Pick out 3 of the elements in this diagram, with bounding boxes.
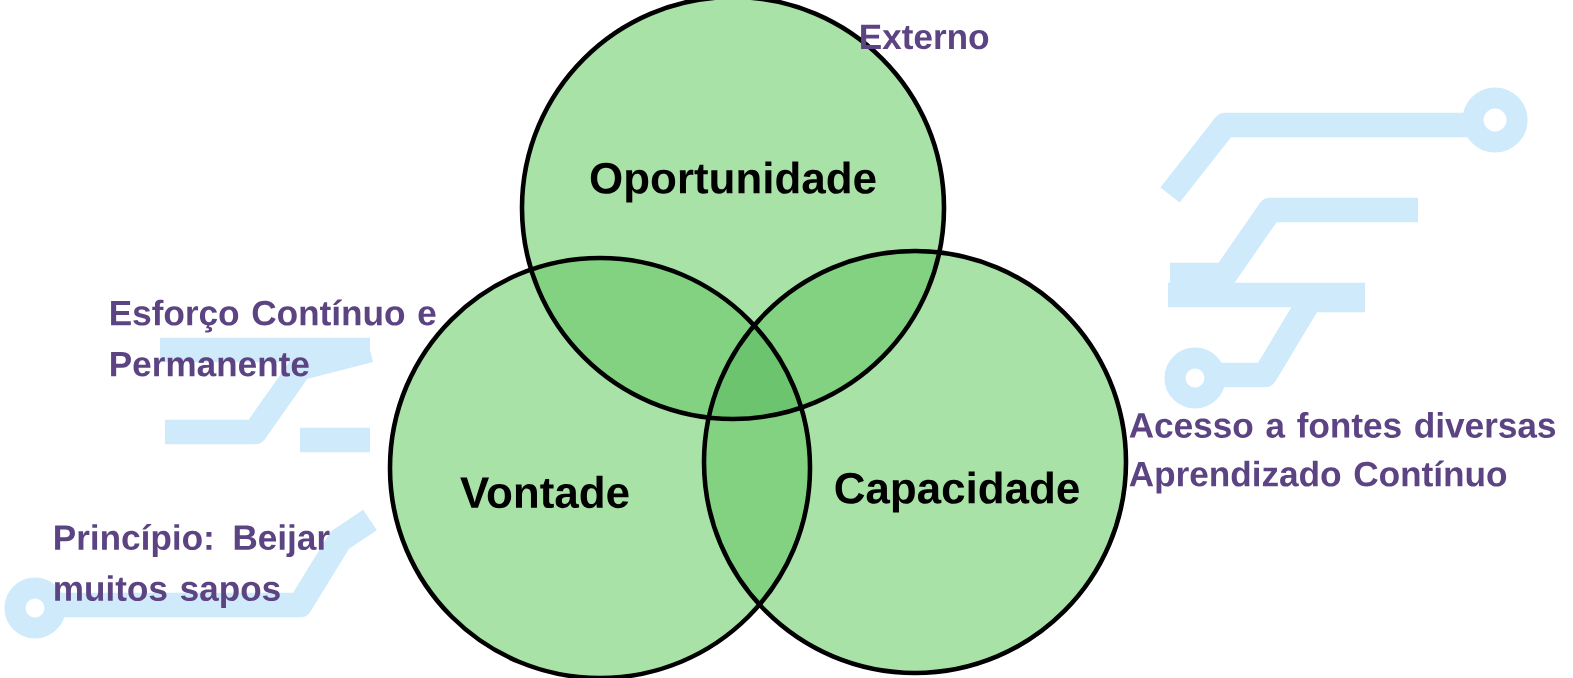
annotation-text: Aprendizado Contínuo xyxy=(1129,460,1507,494)
annotation-text: Acesso a fontes diversas xyxy=(1129,412,1556,438)
annotation-text: Princípio: Beijar muitos sapos xyxy=(55,523,330,608)
